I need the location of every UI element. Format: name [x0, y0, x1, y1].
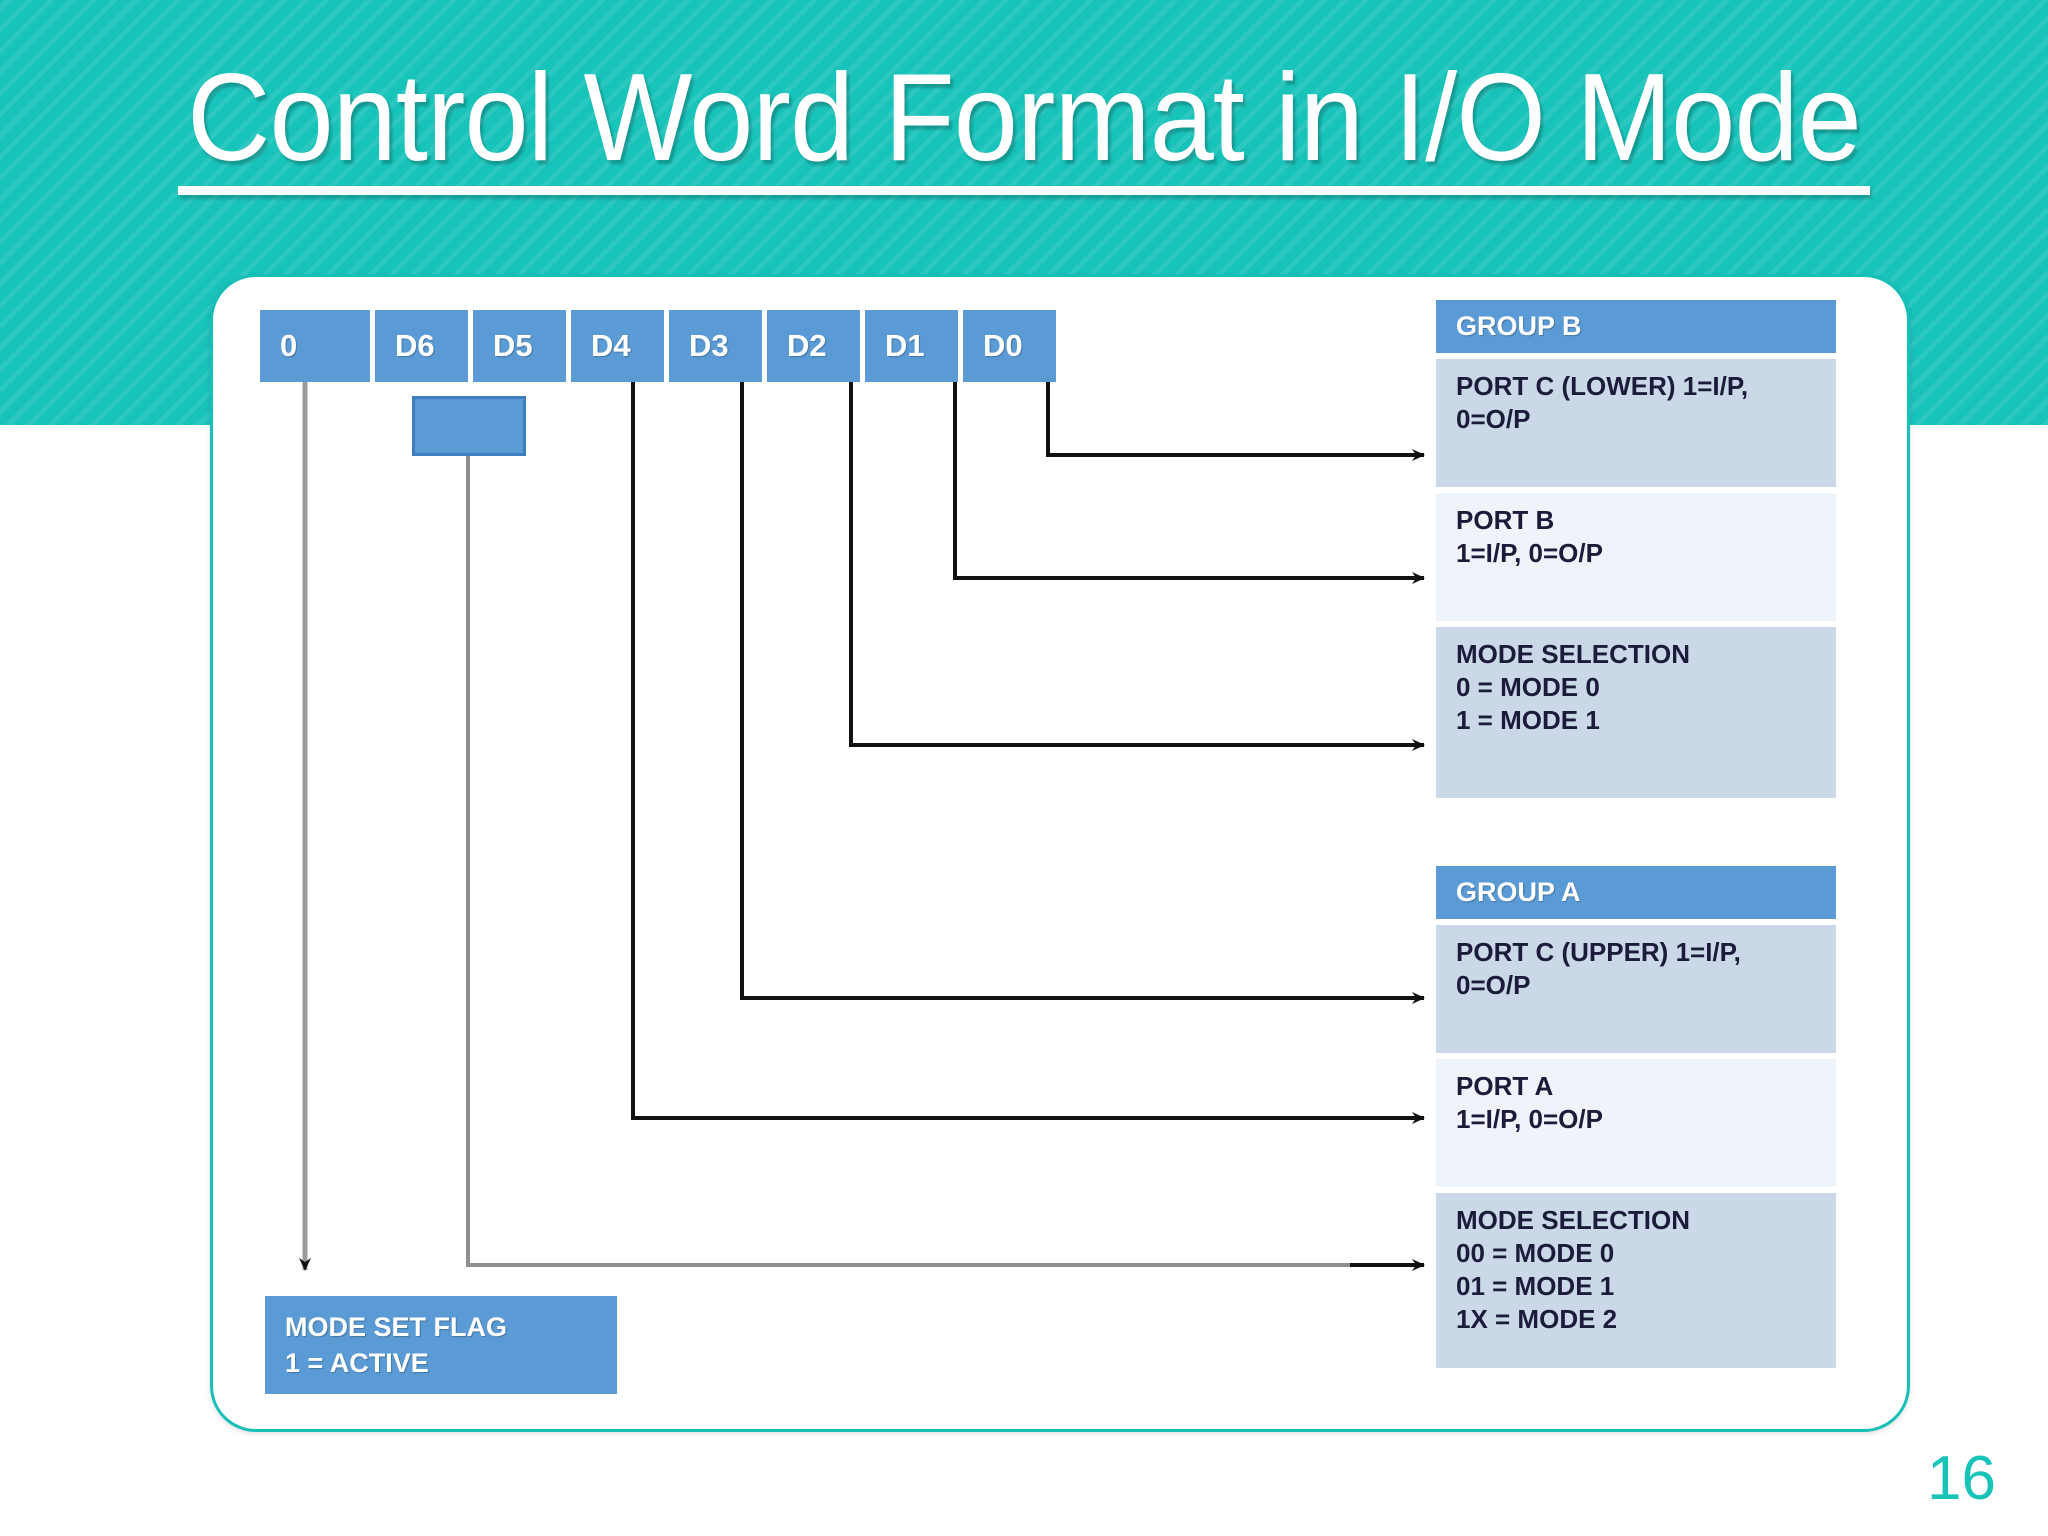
mode-set-flag-marker-box — [412, 396, 526, 456]
row-gap — [1436, 353, 1836, 359]
group-b-header: GROUP B — [1436, 300, 1836, 353]
row-line-2: 0=O/P — [1456, 404, 1531, 435]
row-line-1: MODE SELECTION — [1456, 1205, 1691, 1235]
row-line-2: 1=I/P, 0=O/P — [1456, 1104, 1603, 1135]
row-line-1: MODE SELECTION — [1456, 639, 1691, 669]
group-b-panel: GROUP B PORT C (LOWER) 1=I/P, 0=O/P PORT… — [1436, 300, 1836, 798]
group-a-row-port-a[interactable]: PORT A 1=I/P, 0=O/P — [1436, 1059, 1836, 1187]
row-line-1: PORT B — [1456, 505, 1555, 535]
row-gap — [1436, 1187, 1836, 1193]
row-line-2: 0=O/P — [1456, 970, 1531, 1001]
bit-cell-d0[interactable]: D0 — [963, 310, 1056, 382]
mode-set-flag-line-1: MODE SET FLAG — [285, 1312, 507, 1342]
bit-cell-d6[interactable]: D6 — [375, 310, 468, 382]
page-number: 16 — [1927, 1444, 1996, 1513]
row-line-2: 1=I/P, 0=O/P — [1456, 538, 1603, 569]
group-b-row-port-b[interactable]: PORT B 1=I/P, 0=O/P — [1436, 493, 1836, 621]
bit-cell-d5[interactable]: D5 — [473, 310, 566, 382]
row-line-1: PORT C (UPPER) 1=I/P, — [1456, 937, 1741, 967]
row-gap — [1436, 919, 1836, 925]
group-a-header: GROUP A — [1436, 866, 1836, 919]
row-gap — [1436, 621, 1836, 627]
row-gap — [1436, 1053, 1836, 1059]
row-line-2: 0 = MODE 0 — [1456, 672, 1600, 703]
row-line-1: PORT A — [1456, 1071, 1554, 1101]
group-a-panel: GROUP A PORT C (UPPER) 1=I/P, 0=O/P PORT… — [1436, 866, 1836, 1368]
group-a-row-mode-selection[interactable]: MODE SELECTION 00 = MODE 0 01 = MODE 1 1… — [1436, 1193, 1836, 1368]
row-line-4: 1X = MODE 2 — [1456, 1304, 1618, 1335]
group-a-row-port-c-upper[interactable]: PORT C (UPPER) 1=I/P, 0=O/P — [1436, 925, 1836, 1053]
row-gap — [1436, 487, 1836, 493]
title-underline — [178, 186, 1870, 195]
row-line-3: 1 = MODE 1 — [1456, 705, 1600, 736]
bit-cell-0[interactable]: 0 — [260, 310, 370, 382]
bit-cell-d3[interactable]: D3 — [669, 310, 762, 382]
row-line-1: PORT C (LOWER) 1=I/P, — [1456, 371, 1749, 401]
bit-cell-d4[interactable]: D4 — [571, 310, 664, 382]
page-title: Control Word Format in I/O Mode — [187, 49, 1862, 187]
bit-cell-d1[interactable]: D1 — [865, 310, 958, 382]
row-line-2: 00 = MODE 0 — [1456, 1238, 1615, 1269]
group-b-row-port-c-lower[interactable]: PORT C (LOWER) 1=I/P, 0=O/P — [1436, 359, 1836, 487]
row-line-3: 01 = MODE 1 — [1456, 1271, 1615, 1302]
bit-cell-d2[interactable]: D2 — [767, 310, 860, 382]
group-b-row-mode-selection[interactable]: MODE SELECTION 0 = MODE 0 1 = MODE 1 — [1436, 627, 1836, 798]
mode-set-flag-line-2: 1 = ACTIVE — [285, 1347, 429, 1378]
mode-set-flag-box[interactable]: MODE SET FLAG 1 = ACTIVE — [265, 1296, 617, 1394]
